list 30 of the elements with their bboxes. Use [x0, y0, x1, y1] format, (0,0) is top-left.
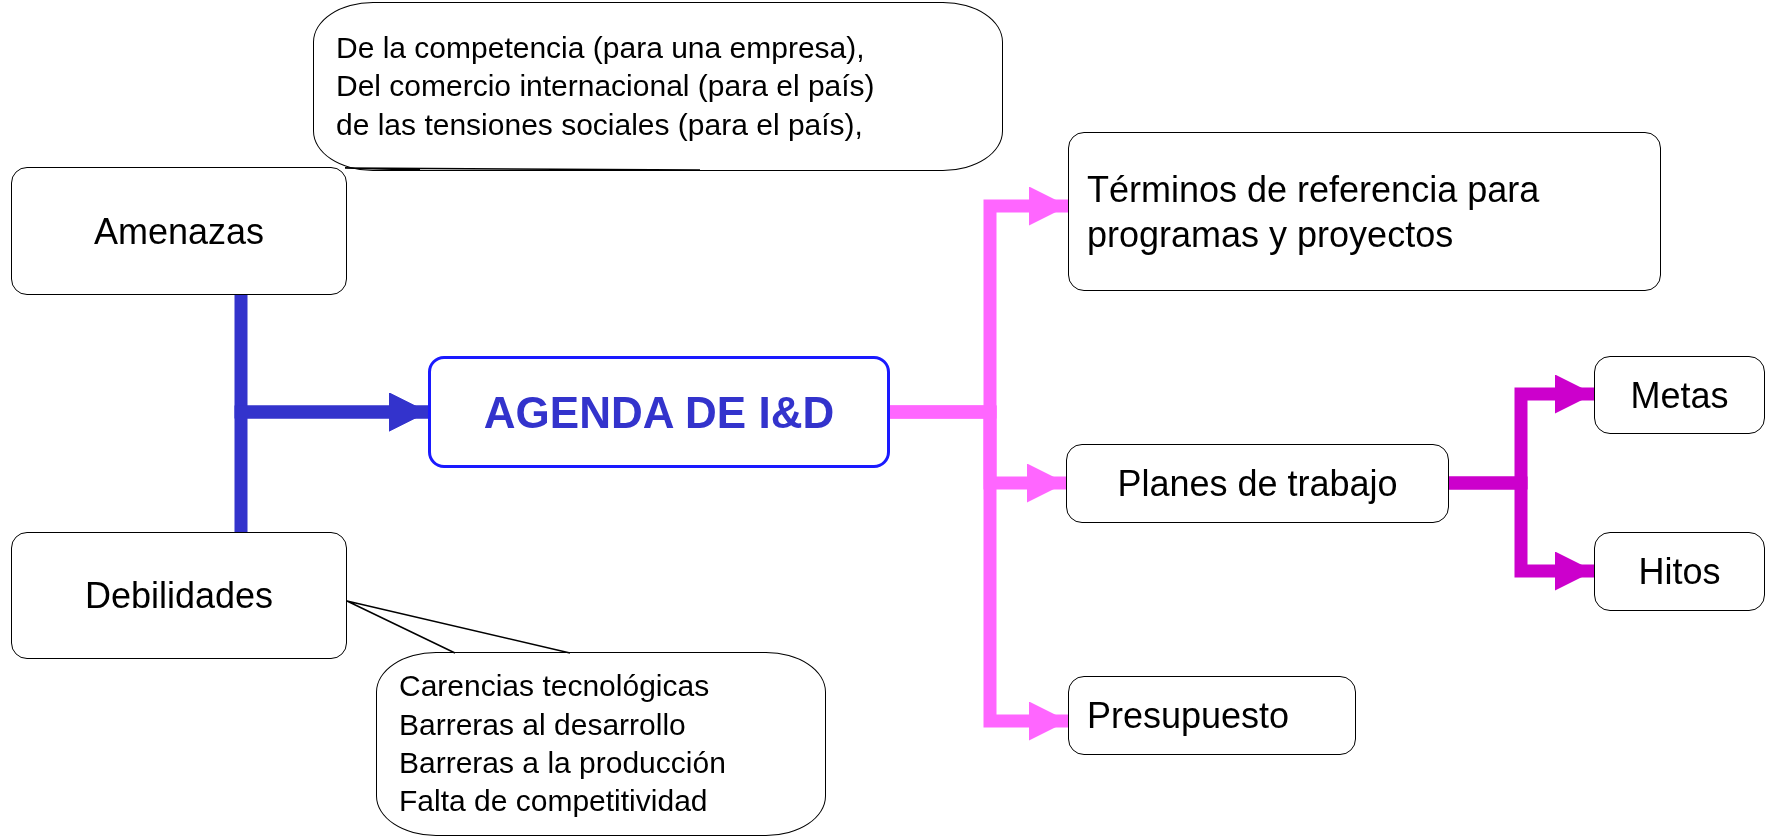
speech-bubble: [376, 652, 826, 836]
rounded-box: [11, 167, 347, 295]
box-label: Hitos: [1638, 550, 1721, 594]
connector-arrow: [234, 392, 428, 532]
connector-arrow: [890, 405, 1068, 741]
bubble-text-line: Barreras al desarrollo: [399, 706, 686, 743]
box-label: Presupuesto: [1087, 694, 1290, 738]
box-label: Amenazas: [93, 209, 265, 254]
box-label: Planes de trabajo: [1117, 462, 1398, 506]
box-label: Términos de referencia para programas y proyectos: [1087, 167, 1541, 257]
speech-bubble: [313, 2, 1003, 171]
box-label: Metas: [1630, 373, 1729, 418]
speech-bubble-tail: [346, 600, 571, 654]
speech-bubble-tail: [344, 167, 701, 171]
rounded-box: [1068, 676, 1356, 755]
bubble-text-line: Del comercio internacional (para el país): [336, 68, 875, 105]
rounded-box: [1068, 132, 1661, 291]
bubble-text-line: Falta de competitividad: [399, 783, 708, 820]
bubble-text-line: de las tensiones sociales (para el país),: [336, 106, 863, 143]
rounded-box: [1066, 444, 1449, 523]
rounded-box: [11, 532, 347, 659]
bubble-text-line: Barreras a la producción: [399, 745, 726, 781]
bubble-text-line: Carencias tecnológicas: [399, 668, 710, 705]
connector-arrow: [1449, 476, 1594, 591]
box-label: AGENDA DE I&D: [483, 386, 835, 439]
main-topic-box: [428, 356, 890, 468]
rounded-box: [1594, 532, 1765, 611]
rounded-box: [1594, 356, 1765, 434]
box-label: Debilidades: [84, 574, 274, 618]
bubble-text-line: De la competencia (para una empresa),: [336, 29, 865, 66]
